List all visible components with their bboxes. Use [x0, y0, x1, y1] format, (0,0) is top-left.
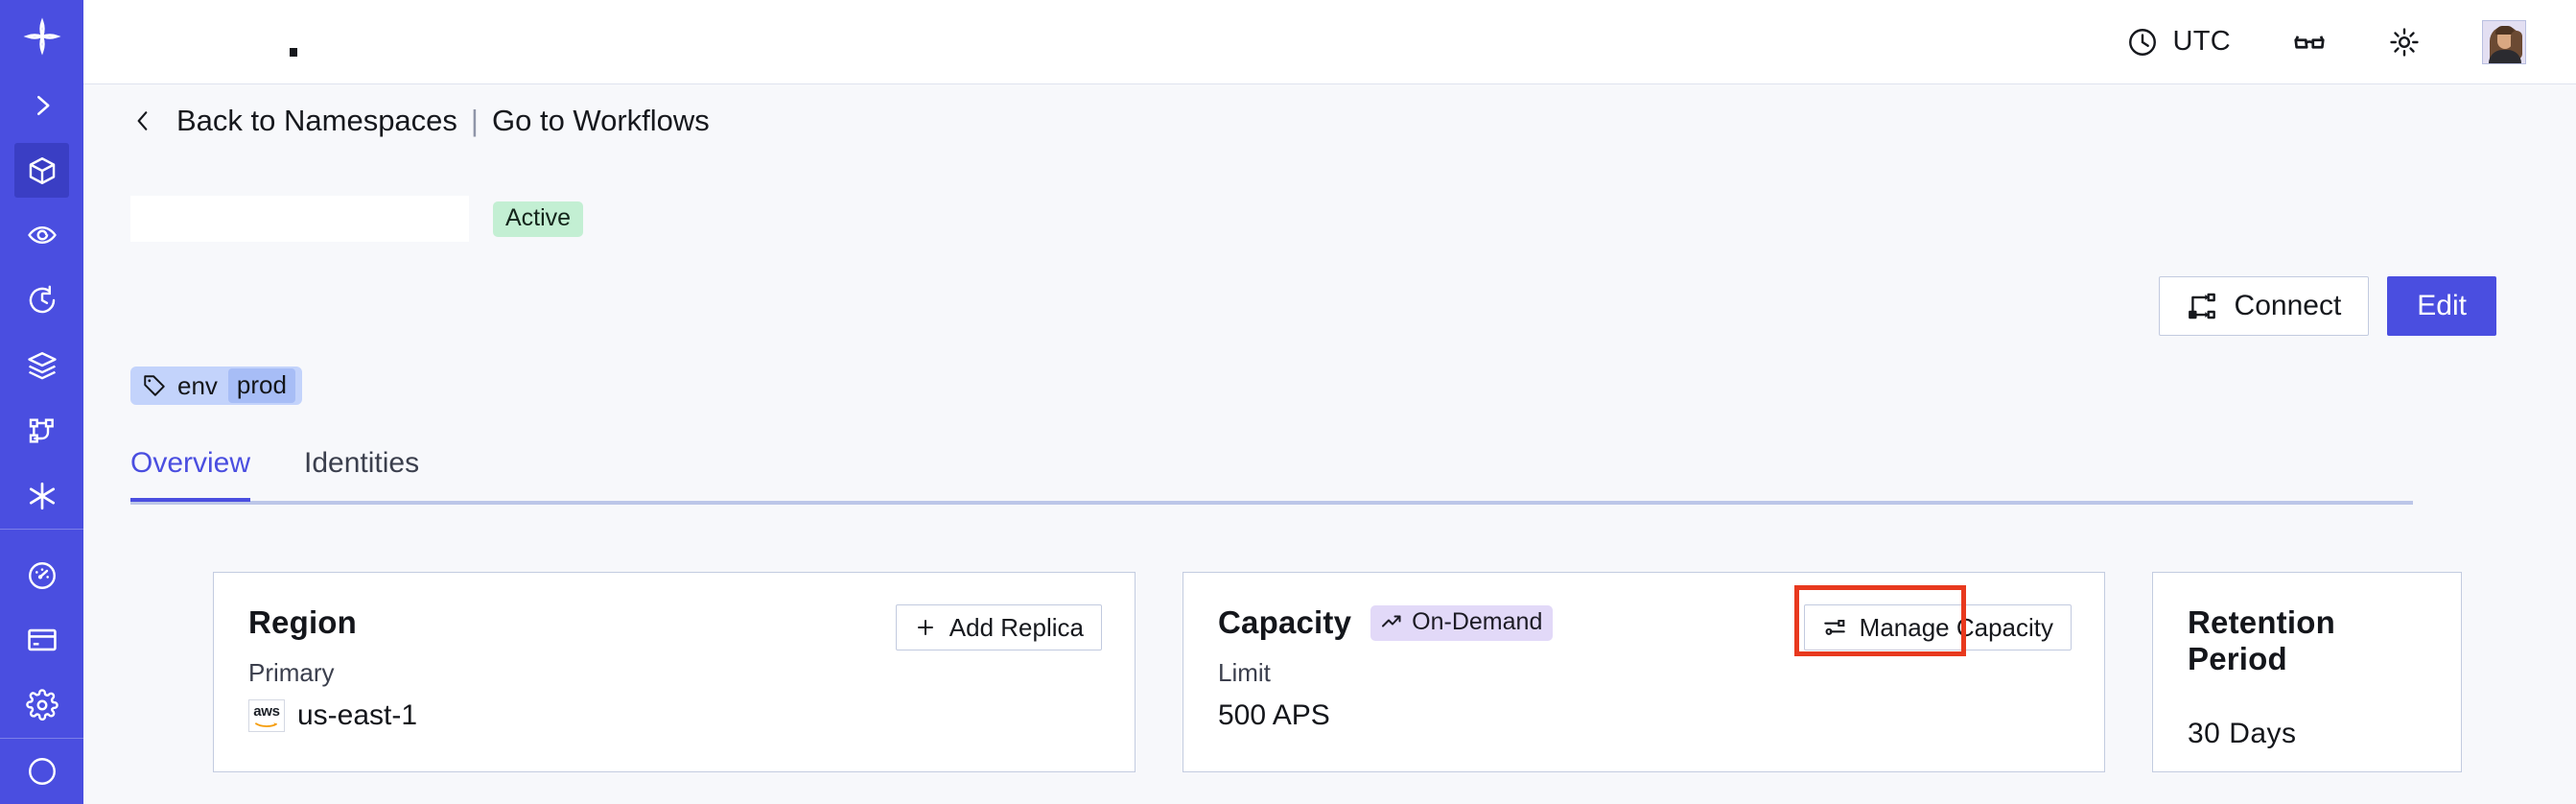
avatar[interactable]: [2482, 19, 2526, 64]
connect-nodes-icon: [2188, 293, 2215, 319]
timezone-label: UTC: [2172, 26, 2231, 57]
title-descender-mark: [290, 48, 297, 57]
region-value-row: aws us-east-1: [248, 699, 1100, 732]
gear-icon: [25, 689, 59, 721]
left-nav-rail: [0, 0, 83, 804]
glasses-icon: [2294, 35, 2325, 49]
tag-icon: [144, 375, 165, 396]
sidebar-item-help[interactable]: [0, 739, 83, 804]
sidebar-item-schedules[interactable]: [0, 268, 83, 333]
sidebar-item-settings[interactable]: [0, 673, 83, 738]
aws-logo-text: aws: [253, 703, 280, 720]
aws-logo-icon: aws: [248, 699, 285, 732]
edit-button[interactable]: Edit: [2387, 276, 2496, 336]
chevron-left-icon: [137, 111, 148, 130]
tag-value: prod: [227, 368, 295, 403]
status-badge: Active: [493, 201, 584, 237]
asterisk-icon: [29, 482, 55, 509]
avatar-fringe: [2495, 25, 2515, 35]
sidebar-divider-top: [0, 528, 83, 530]
breadcrumb-workflows-link[interactable]: Go to Workflows: [491, 104, 710, 137]
avatar-face: [2497, 29, 2513, 49]
add-replica-label: Add Replica: [948, 612, 1084, 642]
region-value: us-east-1: [297, 699, 418, 731]
trending-up-icon: [1382, 615, 1401, 627]
plus-icon: [917, 620, 933, 635]
theme-toggle-button[interactable]: [2388, 26, 2421, 59]
tab-overview[interactable]: Overview: [130, 447, 251, 502]
eye-spiral-icon: [27, 226, 57, 245]
gauge-icon: [28, 561, 56, 589]
retention-value: 30 Days: [2188, 718, 2297, 749]
retention-card-header: Retention Period: [2188, 604, 2426, 677]
sun-icon: [2390, 27, 2419, 57]
connect-button[interactable]: Connect: [2158, 276, 2370, 336]
timezone-selector[interactable]: [2126, 26, 2159, 59]
tab-identities[interactable]: Identities: [304, 447, 420, 479]
sidebar-item-batch-operations[interactable]: [0, 333, 83, 398]
capacity-mode-badge: On-Demand: [1370, 604, 1554, 641]
compass-star-logo-icon: [23, 17, 60, 56]
capacity-card-title: Capacity: [1218, 604, 1352, 640]
namespace-title-row: Active: [130, 192, 584, 246]
tag-key: env: [177, 370, 218, 400]
top-bar-actions: UTC: [2126, 19, 2526, 64]
clock-rewind-icon: [29, 285, 55, 314]
credit-card-icon: [27, 629, 57, 651]
namespace-tag-chip[interactable]: env prod: [130, 367, 302, 405]
region-primary-label: Primary: [248, 658, 335, 687]
capacity-mode-label: On-Demand: [1412, 607, 1543, 635]
app-logo[interactable]: [0, 0, 83, 73]
sidebar-item-observability[interactable]: [0, 203, 83, 269]
tab-bar: Overview Identities: [130, 447, 2413, 505]
capacity-card-header: Capacity On-Demand: [1218, 604, 2070, 641]
cube-icon: [29, 156, 55, 184]
reading-mode-button[interactable]: [2292, 25, 2327, 59]
region-card-header: Region: [248, 604, 1100, 641]
sidebar-item-nexus[interactable]: [0, 463, 83, 529]
page-title: [130, 196, 469, 242]
capacity-limit-label: Limit: [1218, 658, 1271, 687]
clock-icon: [2129, 28, 2157, 56]
breadcrumb: Back to Namespaces | Go to Workflows: [130, 104, 710, 138]
breadcrumb-separator: |: [470, 104, 479, 137]
back-button[interactable]: [130, 105, 155, 137]
retention-card-title: Retention Period: [2188, 604, 2335, 676]
edit-button-label: Edit: [2417, 290, 2467, 321]
help-circle-icon: [28, 758, 56, 786]
region-card: Region Primary aws us-east-1 Add Replica: [213, 572, 1136, 772]
active-indicator: [14, 143, 69, 199]
manage-capacity-label: Manage Capacity: [1859, 612, 2053, 642]
layers-icon: [27, 352, 57, 380]
sidebar-divider-bottom: [0, 738, 83, 740]
connect-button-label: Connect: [2234, 290, 2342, 321]
sidebar-item-workflows[interactable]: [0, 398, 83, 463]
region-card-title: Region: [248, 604, 358, 640]
breadcrumb-back-link[interactable]: Back to Namespaces: [176, 104, 457, 137]
top-bar: UTC: [83, 0, 2576, 84]
sliders-icon: [1823, 620, 1845, 635]
manage-capacity-button[interactable]: Manage Capacity: [1803, 604, 2072, 650]
aws-swoosh-icon: [255, 722, 277, 727]
avatar-body: [2489, 49, 2521, 63]
add-replica-button[interactable]: Add Replica: [895, 604, 1102, 650]
chevron-right-icon: [36, 95, 49, 115]
sidebar-item-billing[interactable]: [0, 608, 83, 674]
capacity-limit-value: 500 APS: [1218, 699, 1330, 731]
sidebar-item-usage[interactable]: [0, 543, 83, 608]
page-actions: Connect Edit: [2158, 276, 2496, 336]
capacity-card: Capacity On-Demand Limit 500 APS Manage …: [1183, 572, 2105, 772]
sidebar-item-expand-sidebar[interactable]: [0, 73, 83, 138]
retention-card: Retention Period 30 Days: [2152, 572, 2462, 772]
sidebar-item-namespaces[interactable]: [0, 138, 83, 203]
git-branch-icon: [29, 418, 54, 443]
